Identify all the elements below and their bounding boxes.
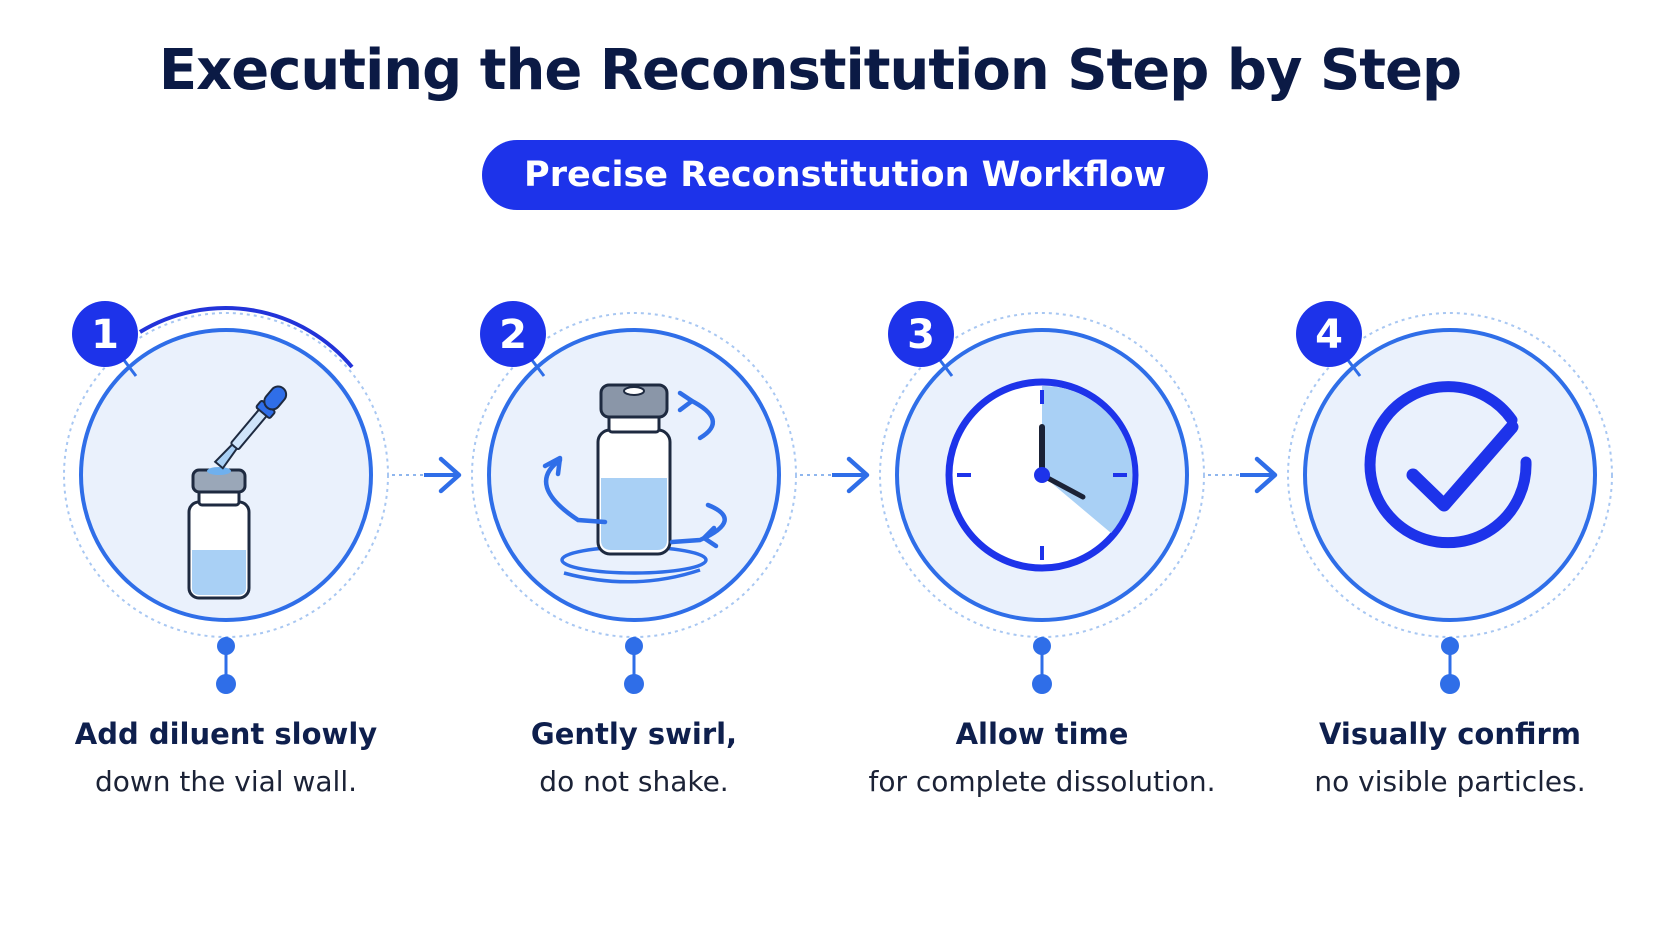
vial-dropper-icon (187, 385, 288, 600)
arrow-right-icon (1254, 456, 1278, 494)
step-3 (879, 312, 1205, 694)
step-1 (63, 306, 389, 694)
svg-text:2: 2 (499, 312, 527, 358)
step-2 (471, 312, 797, 694)
checkmark-icon (1364, 381, 1532, 549)
step-3-title: Allow time (955, 717, 1129, 751)
vial-swirl-icon (542, 383, 727, 584)
arrow-right-icon (846, 456, 870, 494)
step-1-title: Add diluent slowly (74, 717, 378, 751)
svg-text:1: 1 (91, 312, 119, 358)
svg-text:3: 3 (907, 312, 935, 358)
step-2-description: do not shake. (539, 765, 729, 798)
step-1-description: down the vial wall. (94, 765, 357, 798)
connector-3-4 (1208, 456, 1278, 494)
step-badge-3: 3 (888, 301, 954, 367)
page-title: Executing the Reconstitution Step by Ste… (158, 38, 1462, 103)
connector-2-3 (800, 456, 870, 494)
step-4-description: no visible particles. (1314, 765, 1586, 798)
svg-text:4: 4 (1315, 312, 1343, 358)
step-2-title: Gently swirl, (530, 717, 738, 751)
step-4 (1287, 312, 1613, 694)
step-badge-2: 2 (480, 301, 546, 367)
step-badge-1: 1 (72, 301, 138, 367)
step-4-title: Visually confirm (1318, 717, 1581, 751)
workflow-pill: Precise Reconstitution Workflow (482, 140, 1208, 210)
step-badge-4: 4 (1296, 301, 1362, 367)
connector-1-2 (392, 456, 462, 494)
clock-icon (945, 378, 1139, 572)
arrow-right-icon (438, 456, 462, 494)
step-3-description: for complete dissolution. (868, 765, 1216, 798)
